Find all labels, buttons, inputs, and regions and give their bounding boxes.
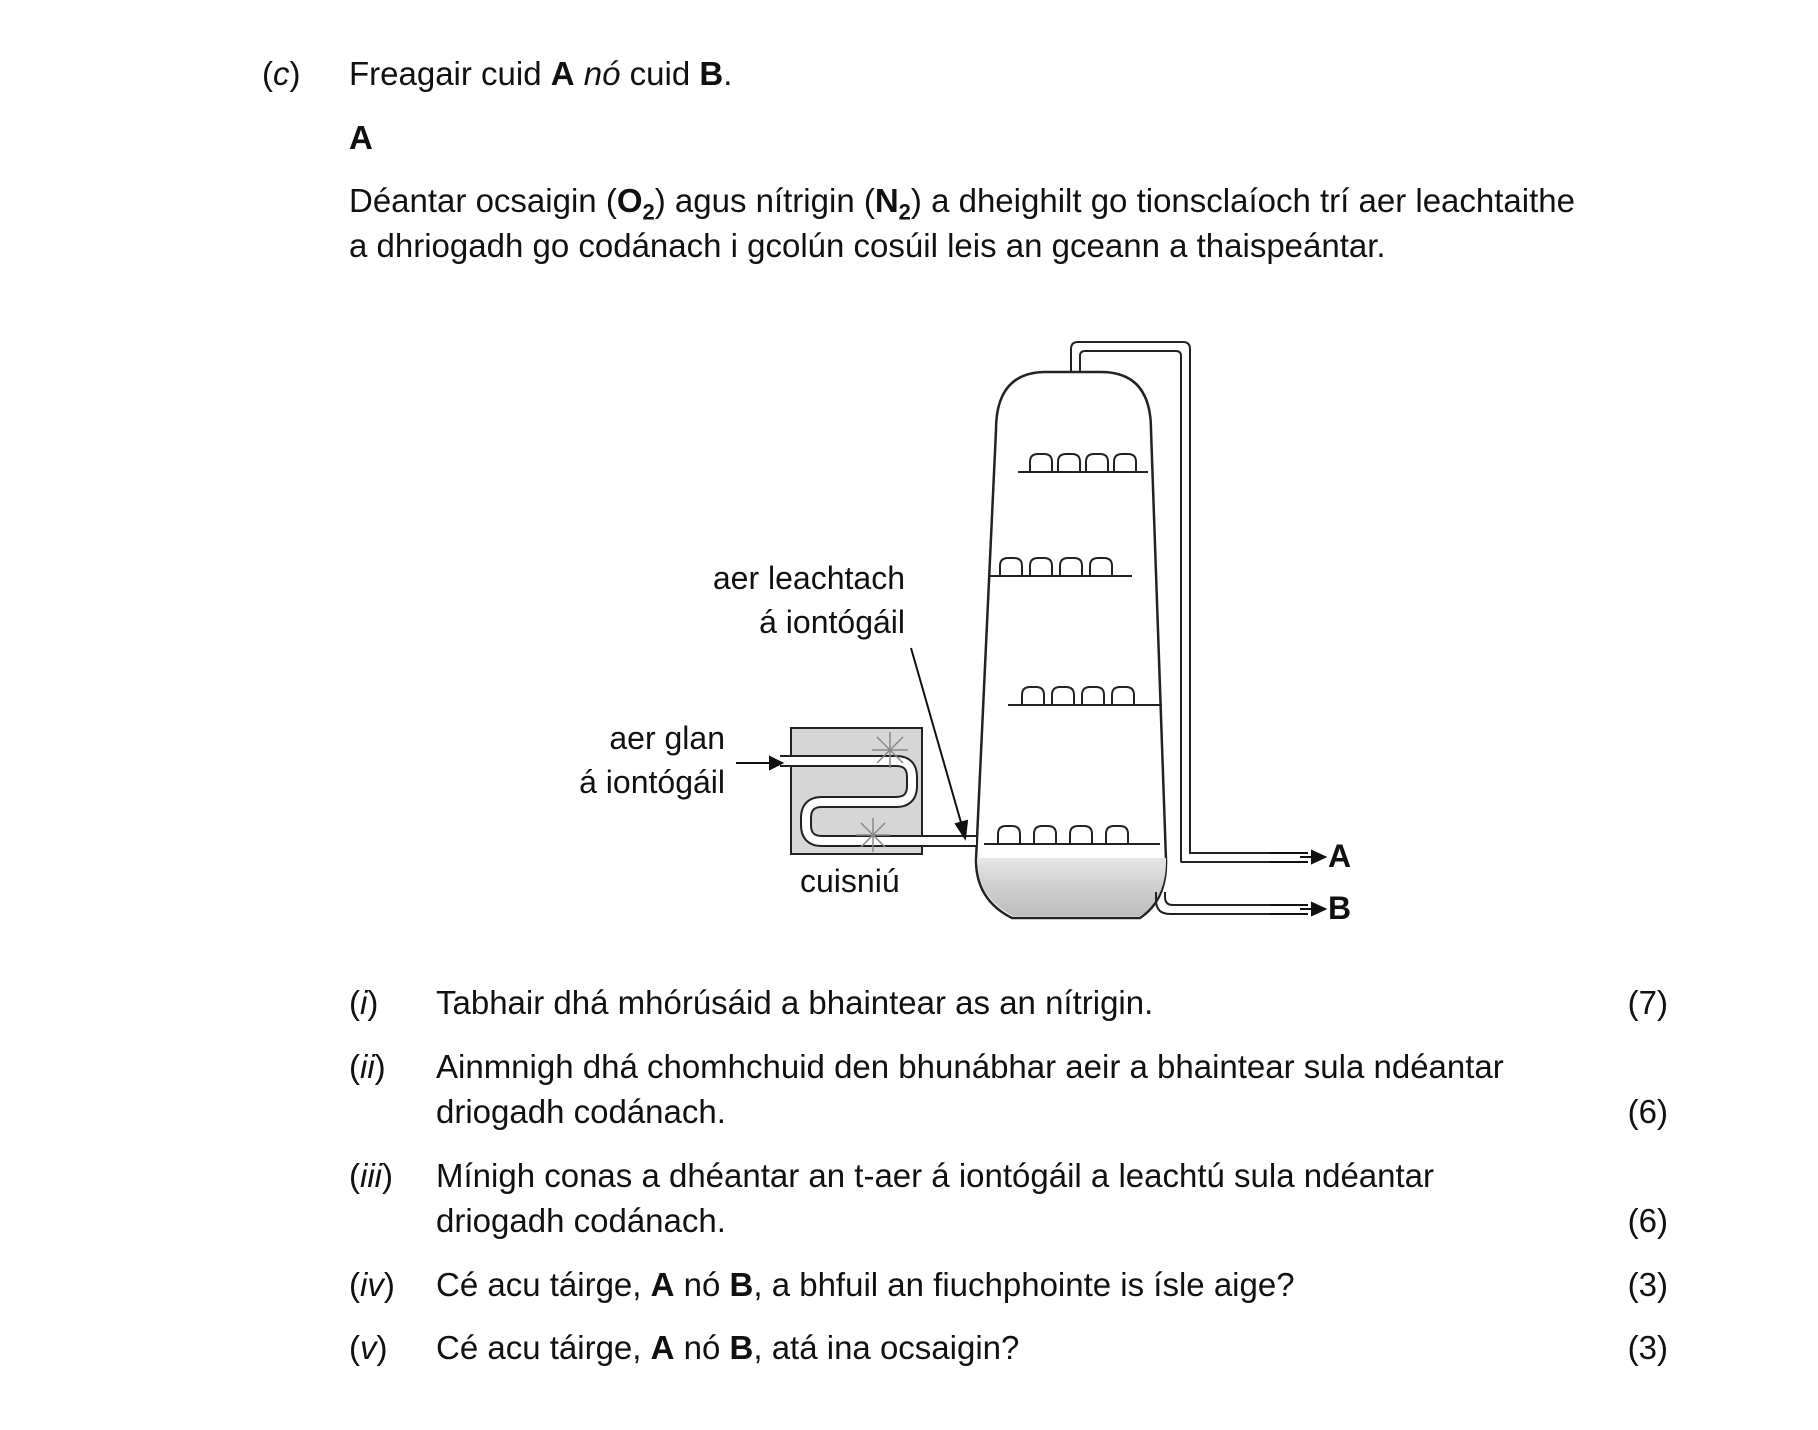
- intro-paragraph-line-1: Déantar ocsaigin (O2) agus nítrigin (N2)…: [349, 182, 1575, 225]
- label-clean-air-intake: aer glan á iontógáil: [579, 720, 725, 800]
- part-instruction: Freagair cuid A nó cuid B.: [349, 55, 733, 92]
- subq-text: driogadh codánach.: [436, 1093, 726, 1130]
- section-heading: A: [349, 119, 373, 156]
- subq-number: (iv): [349, 1266, 395, 1303]
- output-arrows: [1270, 849, 1328, 917]
- subq-marks: (6): [1627, 1093, 1668, 1130]
- subq-number: (i): [349, 984, 379, 1021]
- subq-text: Mínigh conas a dhéantar an t-aer á iontó…: [436, 1157, 1435, 1194]
- fractional-distillation-diagram: [736, 341, 1328, 920]
- subq-number: (iii): [349, 1157, 393, 1194]
- output-label-b: B: [1328, 890, 1352, 926]
- distillation-column: [974, 370, 1168, 920]
- liquid-air-pointer: [910, 647, 969, 841]
- label-liquid-air-intake: aer leachtach á iontógáil: [712, 560, 905, 640]
- bottom-liquid-pipe: [1155, 892, 1270, 915]
- clean-air-arrow: [736, 755, 785, 771]
- snowflake-icon: [856, 732, 908, 852]
- subq-text: driogadh codánach.: [436, 1202, 726, 1239]
- subq-number: (v): [349, 1329, 388, 1366]
- subq-text: Tabhair dhá mhórúsáid a bhaintear as an …: [436, 984, 1154, 1021]
- intro-paragraph-line-2: a dhriogadh go codánach i gcolún cosúil …: [349, 227, 1386, 264]
- subq-marks: (6): [1627, 1202, 1668, 1239]
- top-vapour-pipe: [1070, 341, 1270, 863]
- part-label: (c): [262, 55, 301, 92]
- output-label-a: A: [1328, 838, 1352, 874]
- label-cooling: cuisniú: [800, 863, 900, 899]
- subq-marks: (7): [1627, 984, 1668, 1021]
- column-trays: [984, 453, 1162, 845]
- subq-text: Cé acu táirge, A nó B, a bhfuil an fiuch…: [436, 1266, 1295, 1303]
- subq-marks: (3): [1627, 1329, 1668, 1366]
- liquid-level: [977, 858, 1167, 916]
- cooling-coil: [780, 755, 976, 847]
- subq-text: Ainmnigh dhá chomhchuid den bhunábhar ae…: [436, 1048, 1504, 1085]
- subq-number: (ii): [349, 1048, 386, 1085]
- subq-marks: (3): [1627, 1266, 1668, 1303]
- subq-text: Cé acu táirge, A nó B, atá ina ocsaigin?: [436, 1329, 1020, 1366]
